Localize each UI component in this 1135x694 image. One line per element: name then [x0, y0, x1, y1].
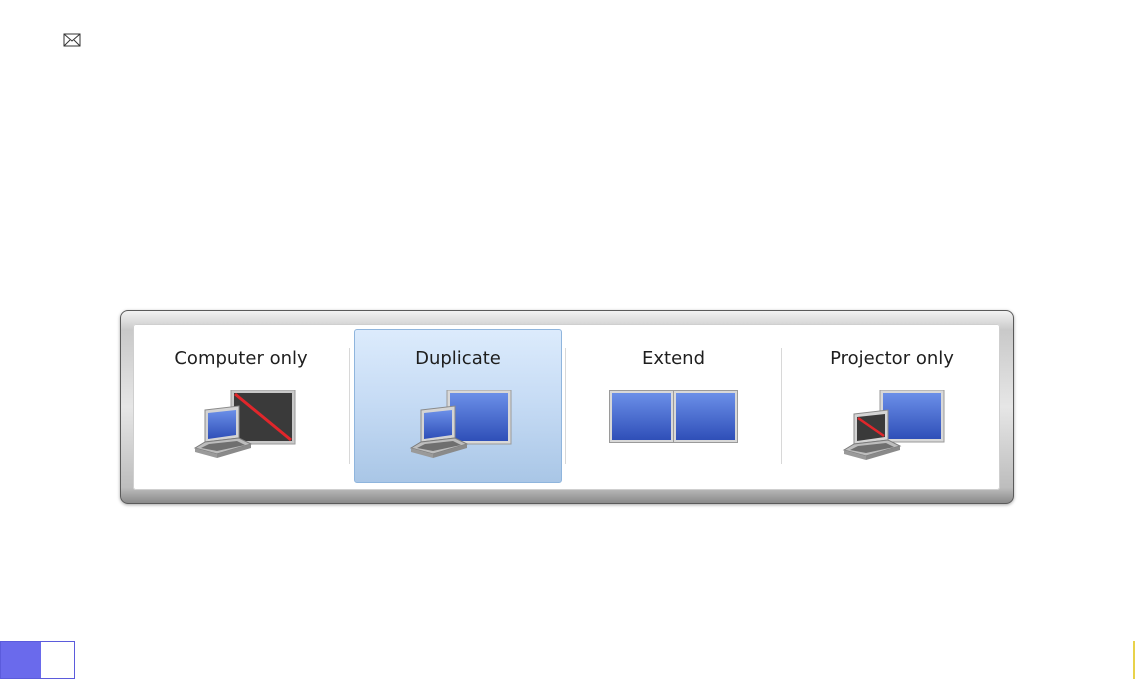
laptop-with-disabled-monitor-icon	[187, 390, 299, 470]
option-projector-only[interactable]: Projector only	[782, 324, 1002, 490]
laptop-duplicate-monitor-icon	[403, 390, 515, 470]
project-display-flyout: Computer only	[120, 310, 1014, 504]
option-label: Extend	[566, 348, 781, 369]
projector-only-icon	[836, 390, 948, 470]
option-duplicate[interactable]: Duplicate	[354, 329, 562, 483]
extended-dual-monitor-icon	[609, 390, 739, 448]
option-computer-only[interactable]: Computer only	[133, 324, 349, 490]
flyout-panel: Computer only	[133, 324, 1000, 490]
option-extend[interactable]: Extend	[566, 324, 781, 490]
option-label: Projector only	[782, 348, 1002, 369]
option-label: Duplicate	[355, 348, 561, 369]
envelope-icon[interactable]	[63, 32, 81, 46]
swatch-fill	[1, 642, 41, 678]
divider	[349, 348, 350, 464]
option-label: Computer only	[133, 348, 349, 369]
taskbar-color-swatch	[0, 641, 75, 679]
